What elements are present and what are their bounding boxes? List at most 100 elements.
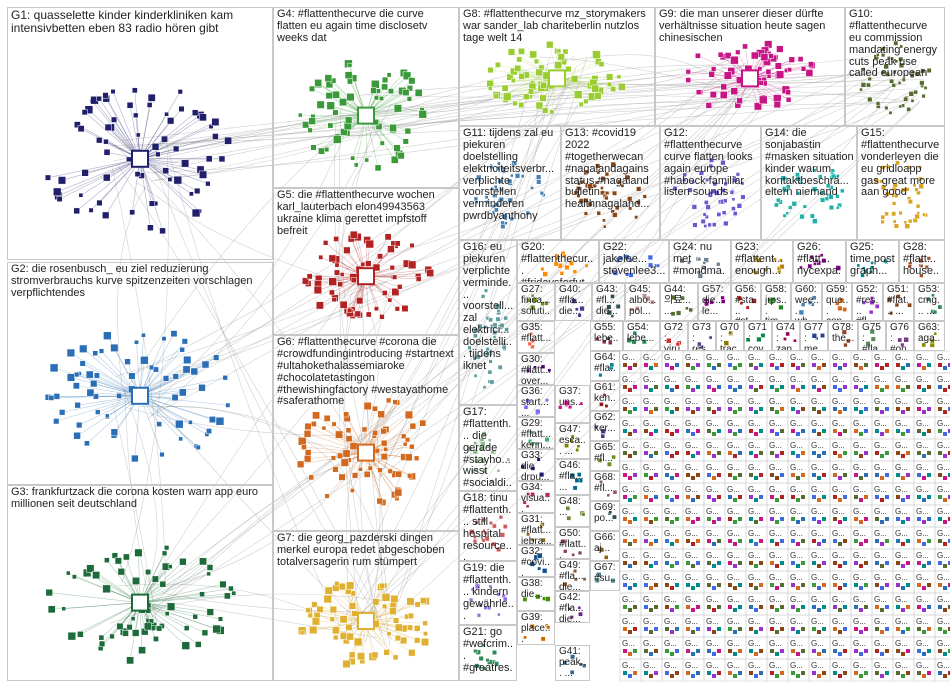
node	[780, 649, 784, 653]
small-group-label: G...	[916, 661, 929, 670]
node	[770, 649, 774, 653]
node	[917, 561, 921, 565]
small-group-label: G...	[790, 397, 803, 406]
node	[691, 410, 695, 414]
node	[854, 407, 858, 411]
node	[917, 539, 921, 543]
group-label: G32: #covi... #cor...	[521, 547, 552, 577]
group-label: G9: die man unserer dieser dürfte verhäl…	[659, 9, 842, 45]
node	[901, 388, 905, 392]
node	[922, 674, 926, 678]
node	[633, 385, 637, 389]
small-group-label: G...	[937, 353, 950, 362]
node	[885, 451, 889, 455]
node	[712, 564, 716, 568]
node	[780, 583, 784, 587]
small-group-label: G...	[727, 529, 740, 538]
node	[922, 586, 926, 590]
node	[838, 454, 842, 458]
node	[854, 517, 858, 521]
group-cell-g18: G18: tinu #flattenth... still hospital r…	[459, 491, 517, 561]
small-group-label: G...	[832, 397, 845, 406]
group-cell-g72: G72: viru... ...	[660, 321, 688, 351]
node	[770, 561, 774, 565]
node	[791, 495, 795, 499]
small-group-label: G...	[727, 661, 740, 670]
group-cell-g43: G43: #fl... die...	[592, 283, 625, 321]
node	[791, 561, 795, 565]
group-label: G52: #res... #fl...	[856, 285, 880, 321]
small-group-label: G...	[685, 353, 698, 362]
node	[906, 495, 910, 499]
group-cell-g3: G3: frankfurtzack die corona kosten warn…	[7, 485, 273, 681]
node	[649, 366, 653, 370]
node	[728, 583, 732, 587]
node	[812, 385, 816, 389]
node	[854, 429, 858, 433]
group-label: G3: frankfurtzack die corona kosten warn…	[11, 487, 270, 511]
node	[628, 674, 632, 678]
node	[817, 476, 821, 480]
small-group-label: G...	[937, 419, 950, 428]
group-label: G26: #flatt... nycexpa...	[797, 242, 843, 283]
node	[633, 517, 637, 521]
node	[728, 385, 732, 389]
group-label: G61: ken...	[594, 383, 617, 411]
node	[728, 649, 732, 653]
small-group-label: G...	[895, 463, 908, 472]
small-group-label: G...	[643, 639, 656, 648]
node	[670, 542, 674, 546]
node	[791, 627, 795, 631]
group-cell-g5: G5: die #flattenthecurve wochen karl_lau…	[273, 188, 459, 335]
node	[712, 476, 716, 480]
node	[880, 542, 884, 546]
node	[917, 649, 921, 653]
node	[880, 608, 884, 612]
node	[665, 605, 669, 609]
small-group-label: G...	[832, 529, 845, 538]
group-cell-g22: G22: jakelee... stevenlee3...	[599, 240, 669, 283]
node	[759, 583, 763, 587]
node	[922, 498, 926, 502]
node	[927, 605, 931, 609]
node	[775, 652, 779, 656]
node	[628, 520, 632, 524]
group-label: G41: peak... ...	[559, 647, 587, 679]
small-groups-grid: G... G... G... G... G... G... G... G... G... G...…	[620, 351, 950, 681]
small-group-label: G...	[664, 375, 677, 384]
node	[812, 407, 816, 411]
small-group-label: G...	[937, 397, 950, 406]
node	[686, 517, 690, 521]
group-label: G39: place...	[521, 613, 552, 645]
node	[754, 410, 758, 414]
small-group-label: G...	[664, 573, 677, 582]
node	[791, 517, 795, 521]
node	[628, 652, 632, 656]
small-group-label: G...	[622, 639, 635, 648]
node	[801, 517, 805, 521]
small-group-label: G...	[895, 639, 908, 648]
node	[696, 407, 700, 411]
small-group-label: G...	[832, 419, 845, 428]
node	[864, 583, 868, 587]
group-cell-g33: G33: die drpu...	[517, 449, 555, 481]
small-group-label: G...	[790, 463, 803, 472]
small-group-label: G...	[916, 485, 929, 494]
node	[938, 649, 942, 653]
node	[675, 517, 679, 521]
node	[738, 429, 742, 433]
small-group-label: G...	[769, 375, 782, 384]
node	[896, 539, 900, 543]
group-label: G47: esca... ...	[559, 425, 587, 457]
node	[675, 429, 679, 433]
node	[686, 385, 690, 389]
group-label: G13: #covid19 2022 #togetherwecan #nagal…	[565, 128, 657, 211]
node	[759, 495, 763, 499]
node	[623, 429, 627, 433]
node	[859, 586, 863, 590]
node	[901, 608, 905, 612]
node	[749, 605, 753, 609]
group-cell-g16: G16: eu piekuren verplichte verminde... …	[459, 240, 517, 405]
small-group-label: G...	[664, 595, 677, 604]
node	[859, 608, 863, 612]
